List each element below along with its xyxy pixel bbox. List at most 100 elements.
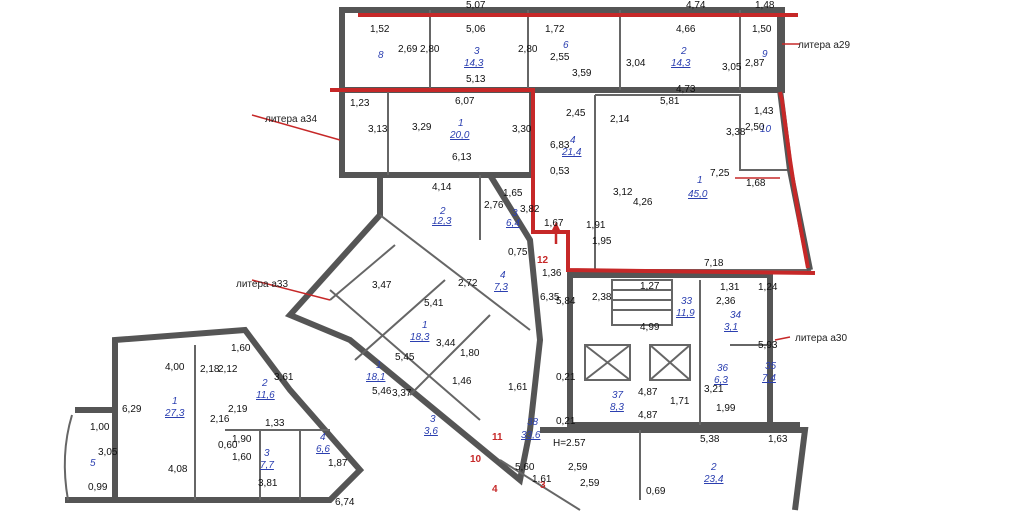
dimension: 4,87 xyxy=(638,410,658,421)
dimension: 1,27 xyxy=(640,281,660,292)
dimension: 2,72 xyxy=(458,278,478,289)
red-number: 3 xyxy=(540,480,546,491)
dimension: 1,60 xyxy=(231,343,251,354)
dimension: 0,21 xyxy=(556,416,576,427)
dimension: 2,12 xyxy=(218,364,238,375)
dimension: 4,66 xyxy=(676,24,696,35)
dimension: 4,14 xyxy=(432,182,452,193)
room-area: 23,4 xyxy=(703,474,724,485)
room-number: 1 xyxy=(697,175,703,186)
room-area: 20,0 xyxy=(449,130,470,141)
dimension: 1,24 xyxy=(758,282,778,293)
dimension: 3,47 xyxy=(372,280,392,291)
dimension: 5,45 xyxy=(395,352,415,363)
dimension: 1,61 xyxy=(508,382,528,393)
dimension: 1,31 xyxy=(720,282,740,293)
room-area: 7,3 xyxy=(494,282,508,293)
dimension: 1,99 xyxy=(716,403,736,414)
room-area: 21,4 xyxy=(561,147,582,158)
dimension: 6,35 xyxy=(540,292,560,303)
dimension: 1,72 xyxy=(545,24,565,35)
dimension: 2,59 xyxy=(568,462,588,473)
dimension: 2,45 xyxy=(566,108,586,119)
dimension: 3,13 xyxy=(368,124,388,135)
dimension: 4,00 xyxy=(165,362,185,373)
dimension: 5,60 xyxy=(515,462,535,473)
dimension: 4,99 xyxy=(640,322,660,333)
dimension: 2,18 xyxy=(200,364,220,375)
dimension: 4,73 xyxy=(676,84,696,95)
room-area: 7,7 xyxy=(260,460,274,471)
dimension: 2,59 xyxy=(580,478,600,489)
dimension: 2,36 xyxy=(716,296,736,307)
dimension: 5,38 xyxy=(700,434,720,445)
dimension: 1,50 xyxy=(752,24,772,35)
red-number: 11 xyxy=(492,432,503,443)
dimension: 1,65 xyxy=(503,188,523,199)
room-number: 34 xyxy=(730,310,742,321)
dimension: 0,69 xyxy=(646,486,666,497)
room-number: 10 xyxy=(760,124,772,135)
room-number: 3 xyxy=(430,414,436,425)
dimension: 1,36 xyxy=(542,268,562,279)
dimension: 5,93 xyxy=(758,340,778,351)
room-number: 37 xyxy=(612,390,624,401)
room-area: 6,3 xyxy=(714,375,728,386)
dimension: 6,83 xyxy=(550,140,570,151)
dimension: 1,95 xyxy=(592,236,612,247)
dimension: 3,12 xyxy=(613,187,633,198)
dimension: 5,07 xyxy=(466,0,486,11)
dimension: 0,99 xyxy=(88,482,108,493)
dimension: 2,80 xyxy=(420,44,440,55)
room-number: 4 xyxy=(570,135,576,146)
dimension: 7,25 xyxy=(710,168,730,179)
dimension: 2,69 xyxy=(398,44,418,55)
dimension: 5,81 xyxy=(660,96,680,107)
bottom-right-wing-walls xyxy=(499,427,809,511)
room-area: 11,9 xyxy=(676,308,695,319)
dimension: 1,60 xyxy=(232,452,252,463)
dimension: 1,87 xyxy=(328,458,348,469)
dimension: 3,44 xyxy=(436,338,456,349)
dimension: 1,63 xyxy=(768,434,788,445)
litera-label-a34: литера а34 xyxy=(265,114,317,125)
dimension: 3,61 xyxy=(274,372,294,383)
dimension: 3,30 xyxy=(512,124,532,135)
room-number: 36 xyxy=(717,363,729,374)
dimension: 5,84 xyxy=(556,296,576,307)
room-number: 8 xyxy=(378,50,384,61)
dimension: 5,41 xyxy=(424,298,444,309)
dimension: 4,08 xyxy=(168,464,188,475)
dimension: 3,04 xyxy=(626,58,646,69)
room-number: 5 xyxy=(90,458,96,469)
dimension: 1,48 xyxy=(755,0,775,11)
dimension: 1,33 xyxy=(265,418,285,429)
room-number: 3 xyxy=(264,448,270,459)
dimension: 1,71 xyxy=(670,396,690,407)
room-number: 1 xyxy=(376,360,382,371)
dimension: 6,29 xyxy=(122,404,142,415)
room-area: 18,3 xyxy=(410,332,430,343)
litera-label-a29: литера а29 xyxy=(798,40,850,51)
room-area: 7,4 xyxy=(762,373,776,384)
dimension: 1,00 xyxy=(90,422,110,433)
room-number: 2 xyxy=(680,46,687,57)
ceiling-height-label: Н=2.57 xyxy=(553,438,586,449)
dimension: 0,75 xyxy=(508,247,528,258)
dimension: 2,16 xyxy=(210,414,230,425)
dimension: 6,13 xyxy=(452,152,472,163)
dimension: 1,61 xyxy=(532,474,552,485)
core-walls xyxy=(567,272,800,428)
dimension: 3,59 xyxy=(572,68,592,79)
dimension: 1,46 xyxy=(452,376,472,387)
room-number: 1 xyxy=(172,396,178,407)
room-area: 14,3 xyxy=(464,58,484,69)
dimension: 3,05 xyxy=(722,62,742,73)
dimension: 2,19 xyxy=(228,404,248,415)
litera-label-a33: литера а33 xyxy=(236,279,288,290)
red-number: 10 xyxy=(470,454,482,465)
room-number: 35 xyxy=(765,361,777,372)
dimension: 3,38 xyxy=(726,127,746,138)
dimension: 3,21 xyxy=(704,384,724,395)
room-number: 1 xyxy=(458,118,464,129)
